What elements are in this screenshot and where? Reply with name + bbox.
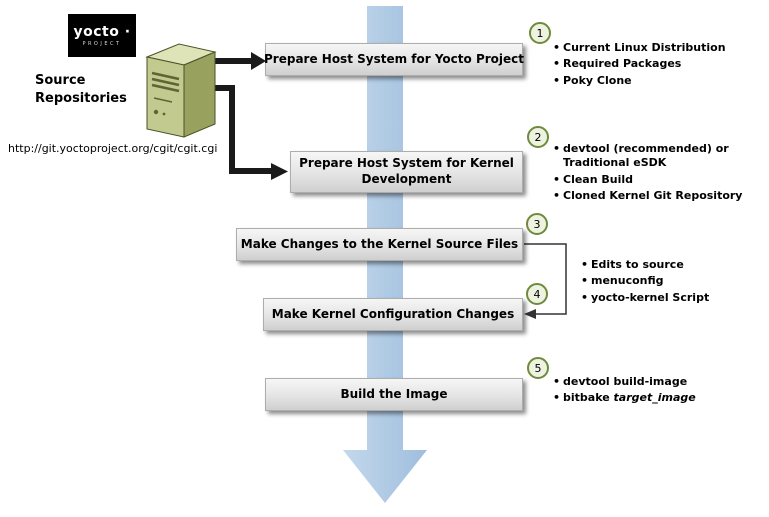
- step4-box: Make Kernel Configuration Changes: [263, 298, 523, 331]
- bullet-item: devtool build-image: [551, 375, 751, 390]
- step5-bullet-list: devtool build-image bitbake target_image: [551, 375, 751, 408]
- step5-box: Build the Image: [265, 378, 523, 411]
- server-led: [162, 112, 166, 116]
- bullet-item: bitbake target_image: [551, 391, 751, 406]
- step1-bullet-list: Current Linux Distribution Required Pack…: [551, 41, 761, 90]
- source-repo-url: http://git.yoctoproject.org/cgit/cgit.cg…: [8, 142, 218, 155]
- server-drive-slot: [151, 83, 180, 93]
- source-label-line1: Source: [35, 73, 86, 88]
- source-repositories-label: Source Repositories: [35, 72, 127, 108]
- server-front-face: [146, 56, 185, 138]
- step4-number-badge: 4: [526, 283, 548, 305]
- source-label-line2: Repositories: [35, 91, 127, 107]
- step2-number: 2: [534, 130, 542, 144]
- steps3-4-shared-bullet-list: Edits to source menuconfig yocto-kernel …: [579, 258, 739, 307]
- step3-number-badge: 3: [526, 213, 548, 235]
- yocto-logo: yocto · PROJECT: [68, 14, 136, 57]
- step5-number-badge: 5: [527, 357, 549, 379]
- yocto-logo-subtext: PROJECT: [82, 41, 122, 47]
- bullet-item: menuconfig: [579, 274, 739, 289]
- step5-title: Build the Image: [340, 386, 448, 401]
- bullet-item: Edits to source: [579, 258, 739, 273]
- yocto-logo-text: yocto ·: [73, 24, 131, 40]
- step2-number-badge: 2: [527, 126, 549, 148]
- step5-number: 5: [534, 361, 542, 375]
- bullet-item: yocto-kernel Script: [579, 291, 739, 306]
- bullet-item: Clean Build: [551, 173, 761, 188]
- bullet-item: Current Linux Distribution: [551, 41, 761, 56]
- step2-box: Prepare Host System for Kernel Developme…: [290, 151, 523, 193]
- arrow-source-to-step1: [206, 52, 266, 70]
- server-icon: [145, 43, 217, 138]
- step3-number: 3: [533, 217, 541, 231]
- server-floppy-slot: [153, 97, 173, 103]
- server-side-face: [183, 51, 216, 138]
- step2-bullet-list: devtool (recommended) or Traditional eSD…: [551, 142, 761, 205]
- step3-title: Make Changes to the Kernel Source Files: [240, 236, 519, 251]
- step1-number-badge: 1: [529, 22, 551, 44]
- bitbake-prefix: bitbake: [563, 391, 614, 405]
- server-drive-slot: [151, 71, 180, 81]
- bullet-item: Cloned Kernel Git Repository: [551, 189, 761, 204]
- bullet-item: Poky Clone: [551, 74, 761, 89]
- step3-box: Make Changes to the Kernel Source Files: [236, 228, 523, 261]
- step4-number: 4: [533, 287, 541, 301]
- bullet-item: Required Packages: [551, 57, 761, 72]
- bracket-steps-3-4: [524, 243, 567, 319]
- arrow-source-to-step2: [208, 85, 288, 180]
- server-power-button: [153, 109, 159, 115]
- step1-number: 1: [536, 26, 544, 40]
- bullet-item: devtool (recommended) or Traditional eSD…: [551, 142, 761, 171]
- step1-box: Prepare Host System for Yocto Project: [264, 43, 525, 76]
- server-drive-slot: [151, 77, 180, 87]
- bitbake-target-image: target_image: [613, 391, 696, 405]
- step2-title: Prepare Host System for Kernel Developme…: [299, 156, 514, 186]
- step4-title: Make Kernel Configuration Changes: [271, 306, 515, 321]
- step1-title: Prepare Host System for Yocto Project: [264, 51, 525, 66]
